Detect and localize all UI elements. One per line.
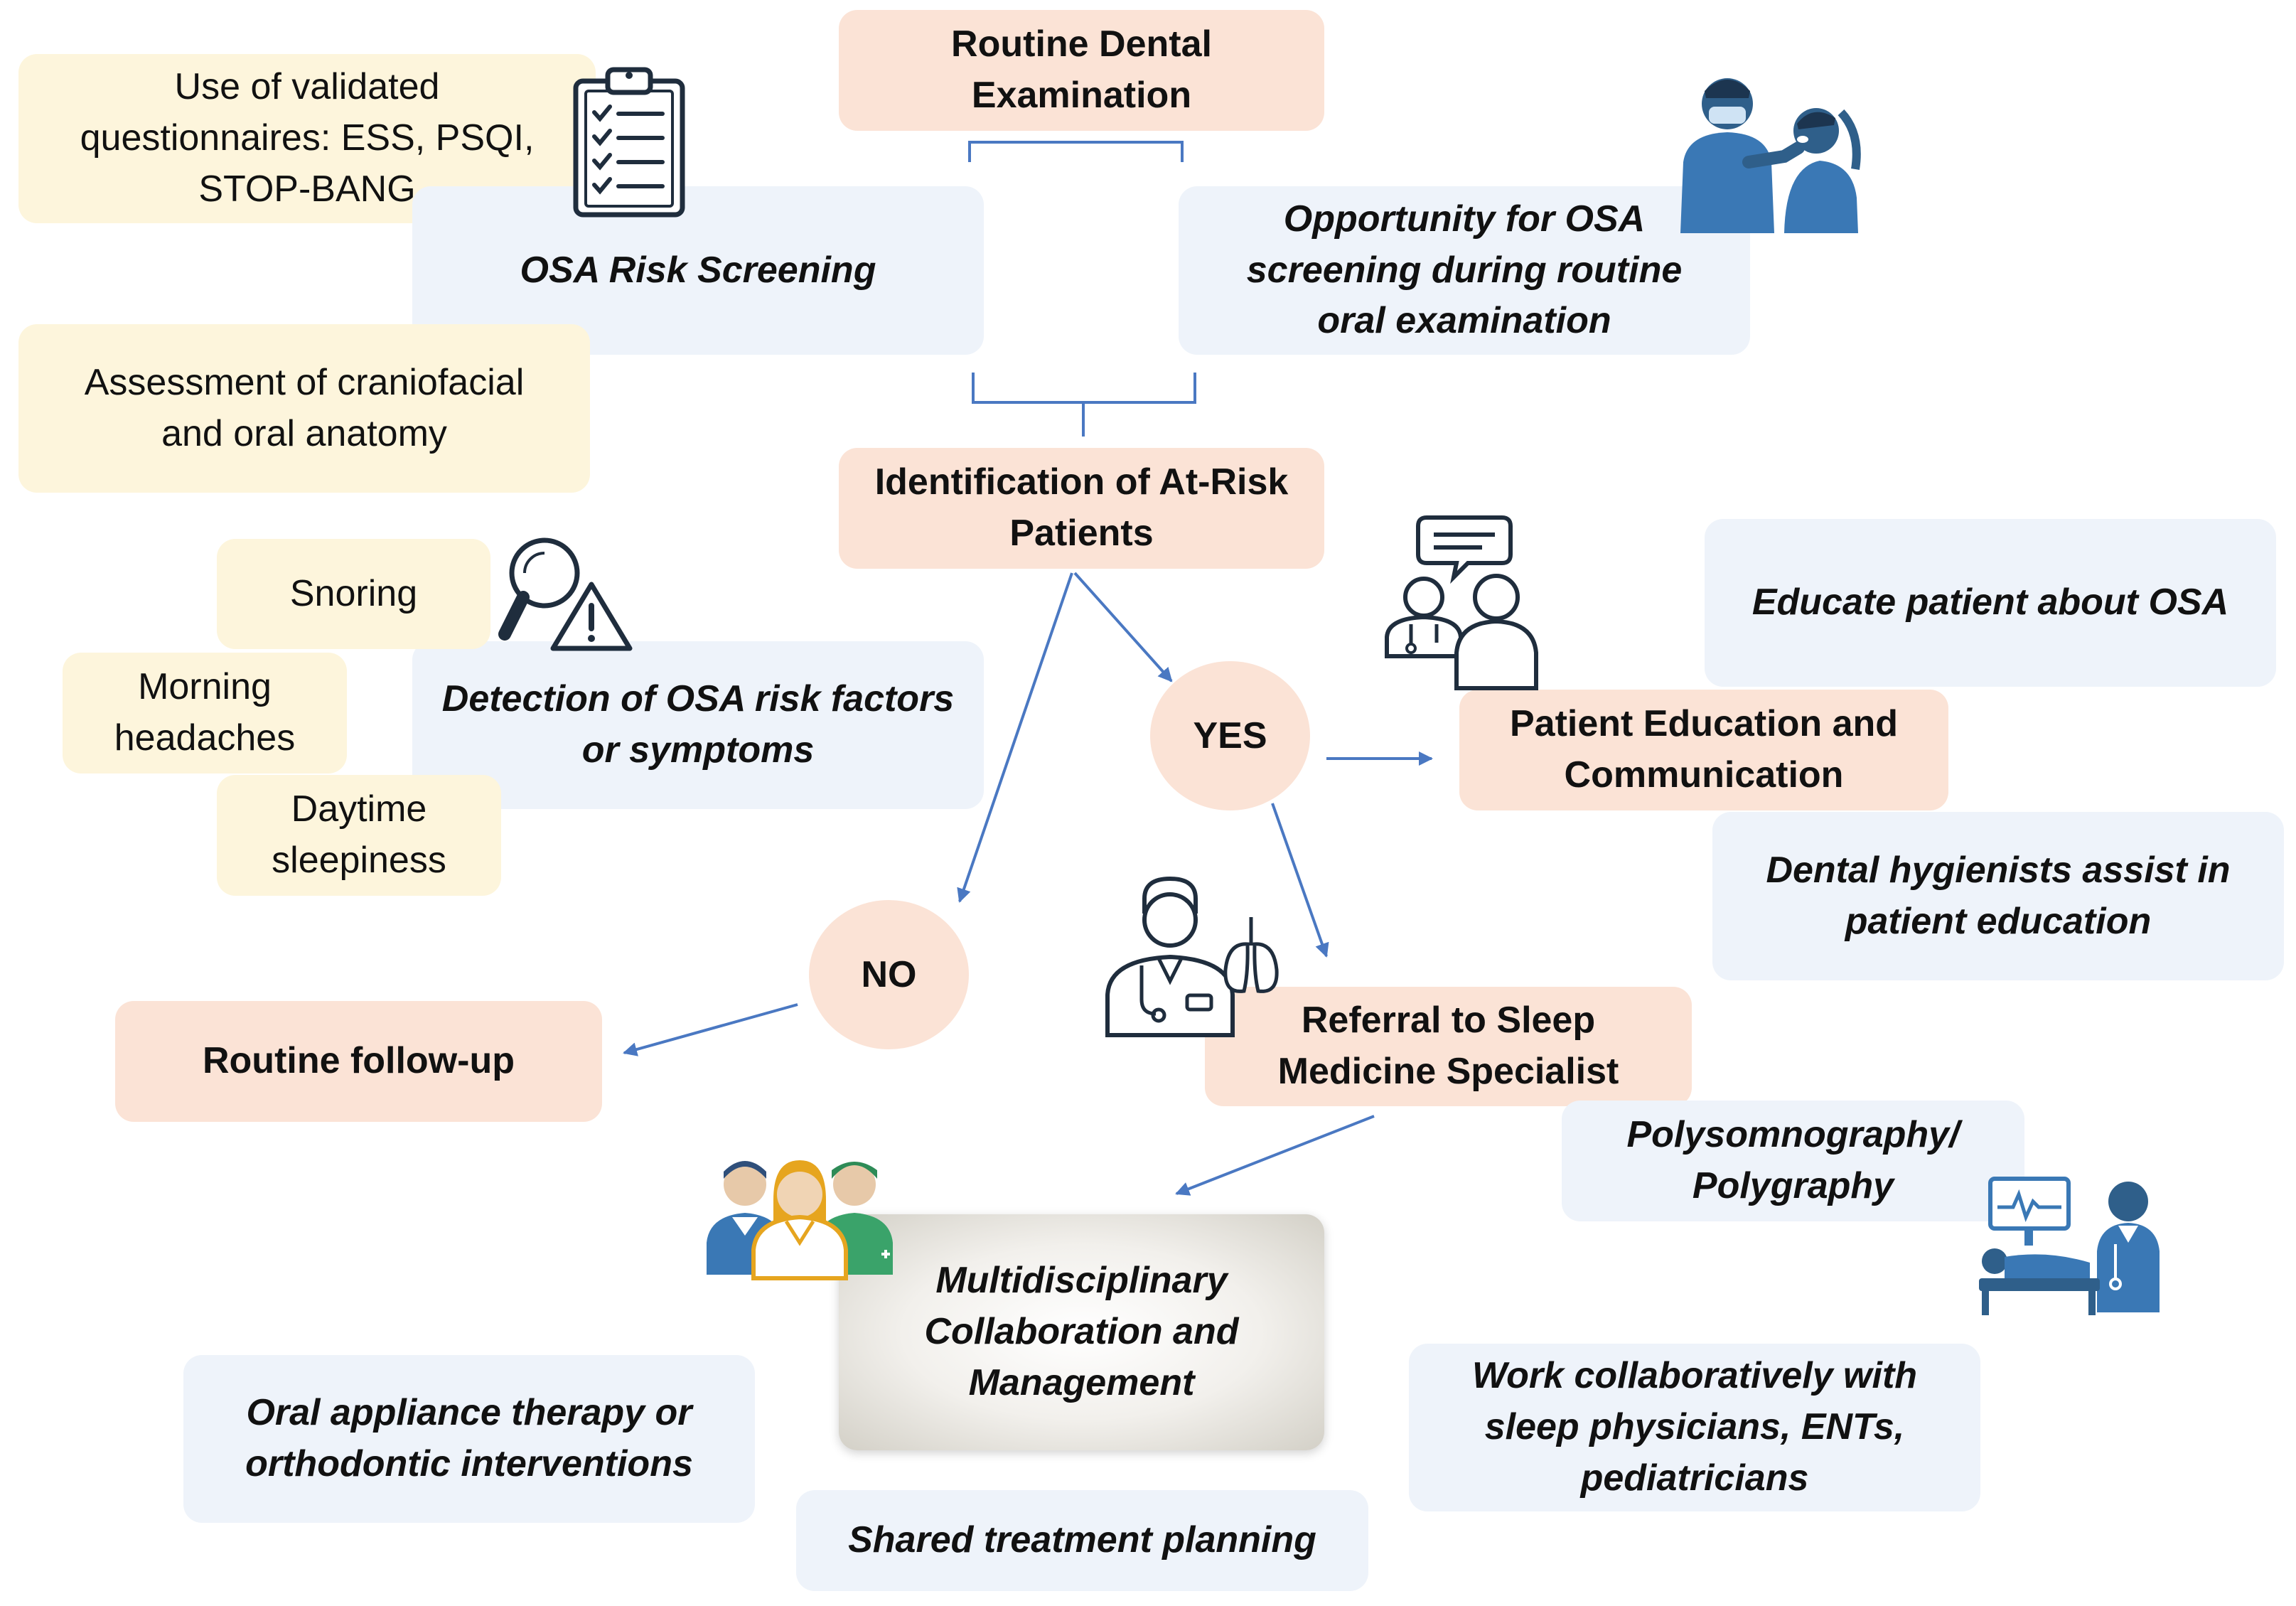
oral-appliance-box: Oral appliance therapy or orthodontic in… bbox=[183, 1355, 755, 1523]
arrow-to-routine-followup bbox=[623, 1003, 798, 1056]
osa-risk-screening-label: OSA Risk Screening bbox=[520, 249, 876, 291]
educate-patient-box: Educate patient about OSA bbox=[1705, 519, 2276, 687]
snoring-label: Snoring bbox=[289, 572, 418, 614]
sleep-study-monitor-icon bbox=[1979, 1177, 2160, 1315]
doctor-lungs-icon bbox=[1105, 876, 1279, 1037]
no-node: NO bbox=[809, 900, 969, 1049]
polysomnography-label: Polysomnography/ Polygraphy bbox=[1626, 1114, 1960, 1206]
arrow-to-yes bbox=[1073, 572, 1173, 682]
dental-hygienists-label: Dental hygienists assist in patient educ… bbox=[1766, 849, 2231, 942]
arrow-to-referral bbox=[1271, 803, 1329, 958]
bottom-bracket bbox=[972, 373, 1196, 437]
educate-patient-label: Educate patient about OSA bbox=[1751, 582, 2229, 623]
top-bracket bbox=[968, 141, 1184, 162]
magnifier-warning-icon bbox=[498, 537, 633, 651]
detection-label: Detection of OSA risk factors or symptom… bbox=[441, 678, 955, 771]
yes-node: YES bbox=[1150, 661, 1310, 810]
work-collaboratively-label: Work collaboratively with sleep physicia… bbox=[1471, 1355, 1918, 1499]
daytime-sleepiness-label: Daytime sleepiness bbox=[272, 788, 446, 881]
opportunity-label: Opportunity for OSA screening during rou… bbox=[1246, 198, 1683, 342]
routine-followup-label: Routine follow-up bbox=[202, 1040, 515, 1082]
routine-dental-examination-label: Routine Dental Examination bbox=[951, 23, 1212, 116]
craniofacial-box: Assessment of craniofacial and oral anat… bbox=[18, 324, 590, 493]
clipboard-checklist-icon bbox=[573, 67, 685, 218]
detection-box: Detection of OSA risk factors or symptom… bbox=[412, 641, 984, 809]
dentist-examining-patient-icon bbox=[1680, 78, 1861, 233]
patient-education-box: Patient Education and Communication bbox=[1459, 690, 1948, 810]
arrow-to-no bbox=[957, 572, 1073, 903]
multidisciplinary-box: Multidisciplinary Collaboration and Mana… bbox=[839, 1214, 1324, 1450]
identification-label: Identification of At-Risk Patients bbox=[874, 461, 1289, 554]
craniofacial-label: Assessment of craniofacial and oral anat… bbox=[84, 361, 525, 454]
medical-team-icon bbox=[707, 1160, 893, 1280]
shared-treatment-planning-label: Shared treatment planning bbox=[848, 1519, 1316, 1561]
patient-education-label: Patient Education and Communication bbox=[1509, 703, 1899, 796]
morning-headaches-label: Morning headaches bbox=[114, 666, 296, 759]
opportunity-box: Opportunity for OSA screening during rou… bbox=[1179, 186, 1750, 355]
arrow-to-multidisciplinary bbox=[1175, 1115, 1375, 1196]
daytime-sleepiness-box: Daytime sleepiness bbox=[217, 775, 501, 896]
oral-appliance-label: Oral appliance therapy or orthodontic in… bbox=[245, 1392, 693, 1484]
polysomnography-box: Polysomnography/ Polygraphy bbox=[1562, 1101, 2024, 1221]
morning-headaches-box: Morning headaches bbox=[63, 653, 347, 773]
dental-hygienists-box: Dental hygienists assist in patient educ… bbox=[1712, 812, 2284, 980]
multidisciplinary-label: Multidisciplinary Collaboration and Mana… bbox=[924, 1260, 1239, 1403]
doctor-patient-conversation-icon bbox=[1385, 515, 1538, 690]
identification-box: Identification of At-Risk Patients bbox=[839, 448, 1324, 569]
questionnaires-label: Use of validated questionnaires: ESS, PS… bbox=[80, 66, 535, 210]
yes-label: YES bbox=[1193, 715, 1267, 756]
routine-followup-box: Routine follow-up bbox=[115, 1001, 602, 1122]
routine-dental-examination-box: Routine Dental Examination bbox=[839, 10, 1324, 131]
snoring-box: Snoring bbox=[217, 539, 490, 649]
work-collaboratively-box: Work collaboratively with sleep physicia… bbox=[1409, 1344, 1980, 1511]
referral-label: Referral to Sleep Medicine Specialist bbox=[1277, 1000, 1619, 1092]
shared-treatment-planning-box: Shared treatment planning bbox=[796, 1490, 1368, 1591]
referral-box: Referral to Sleep Medicine Specialist bbox=[1205, 987, 1692, 1106]
no-label: NO bbox=[861, 954, 917, 995]
